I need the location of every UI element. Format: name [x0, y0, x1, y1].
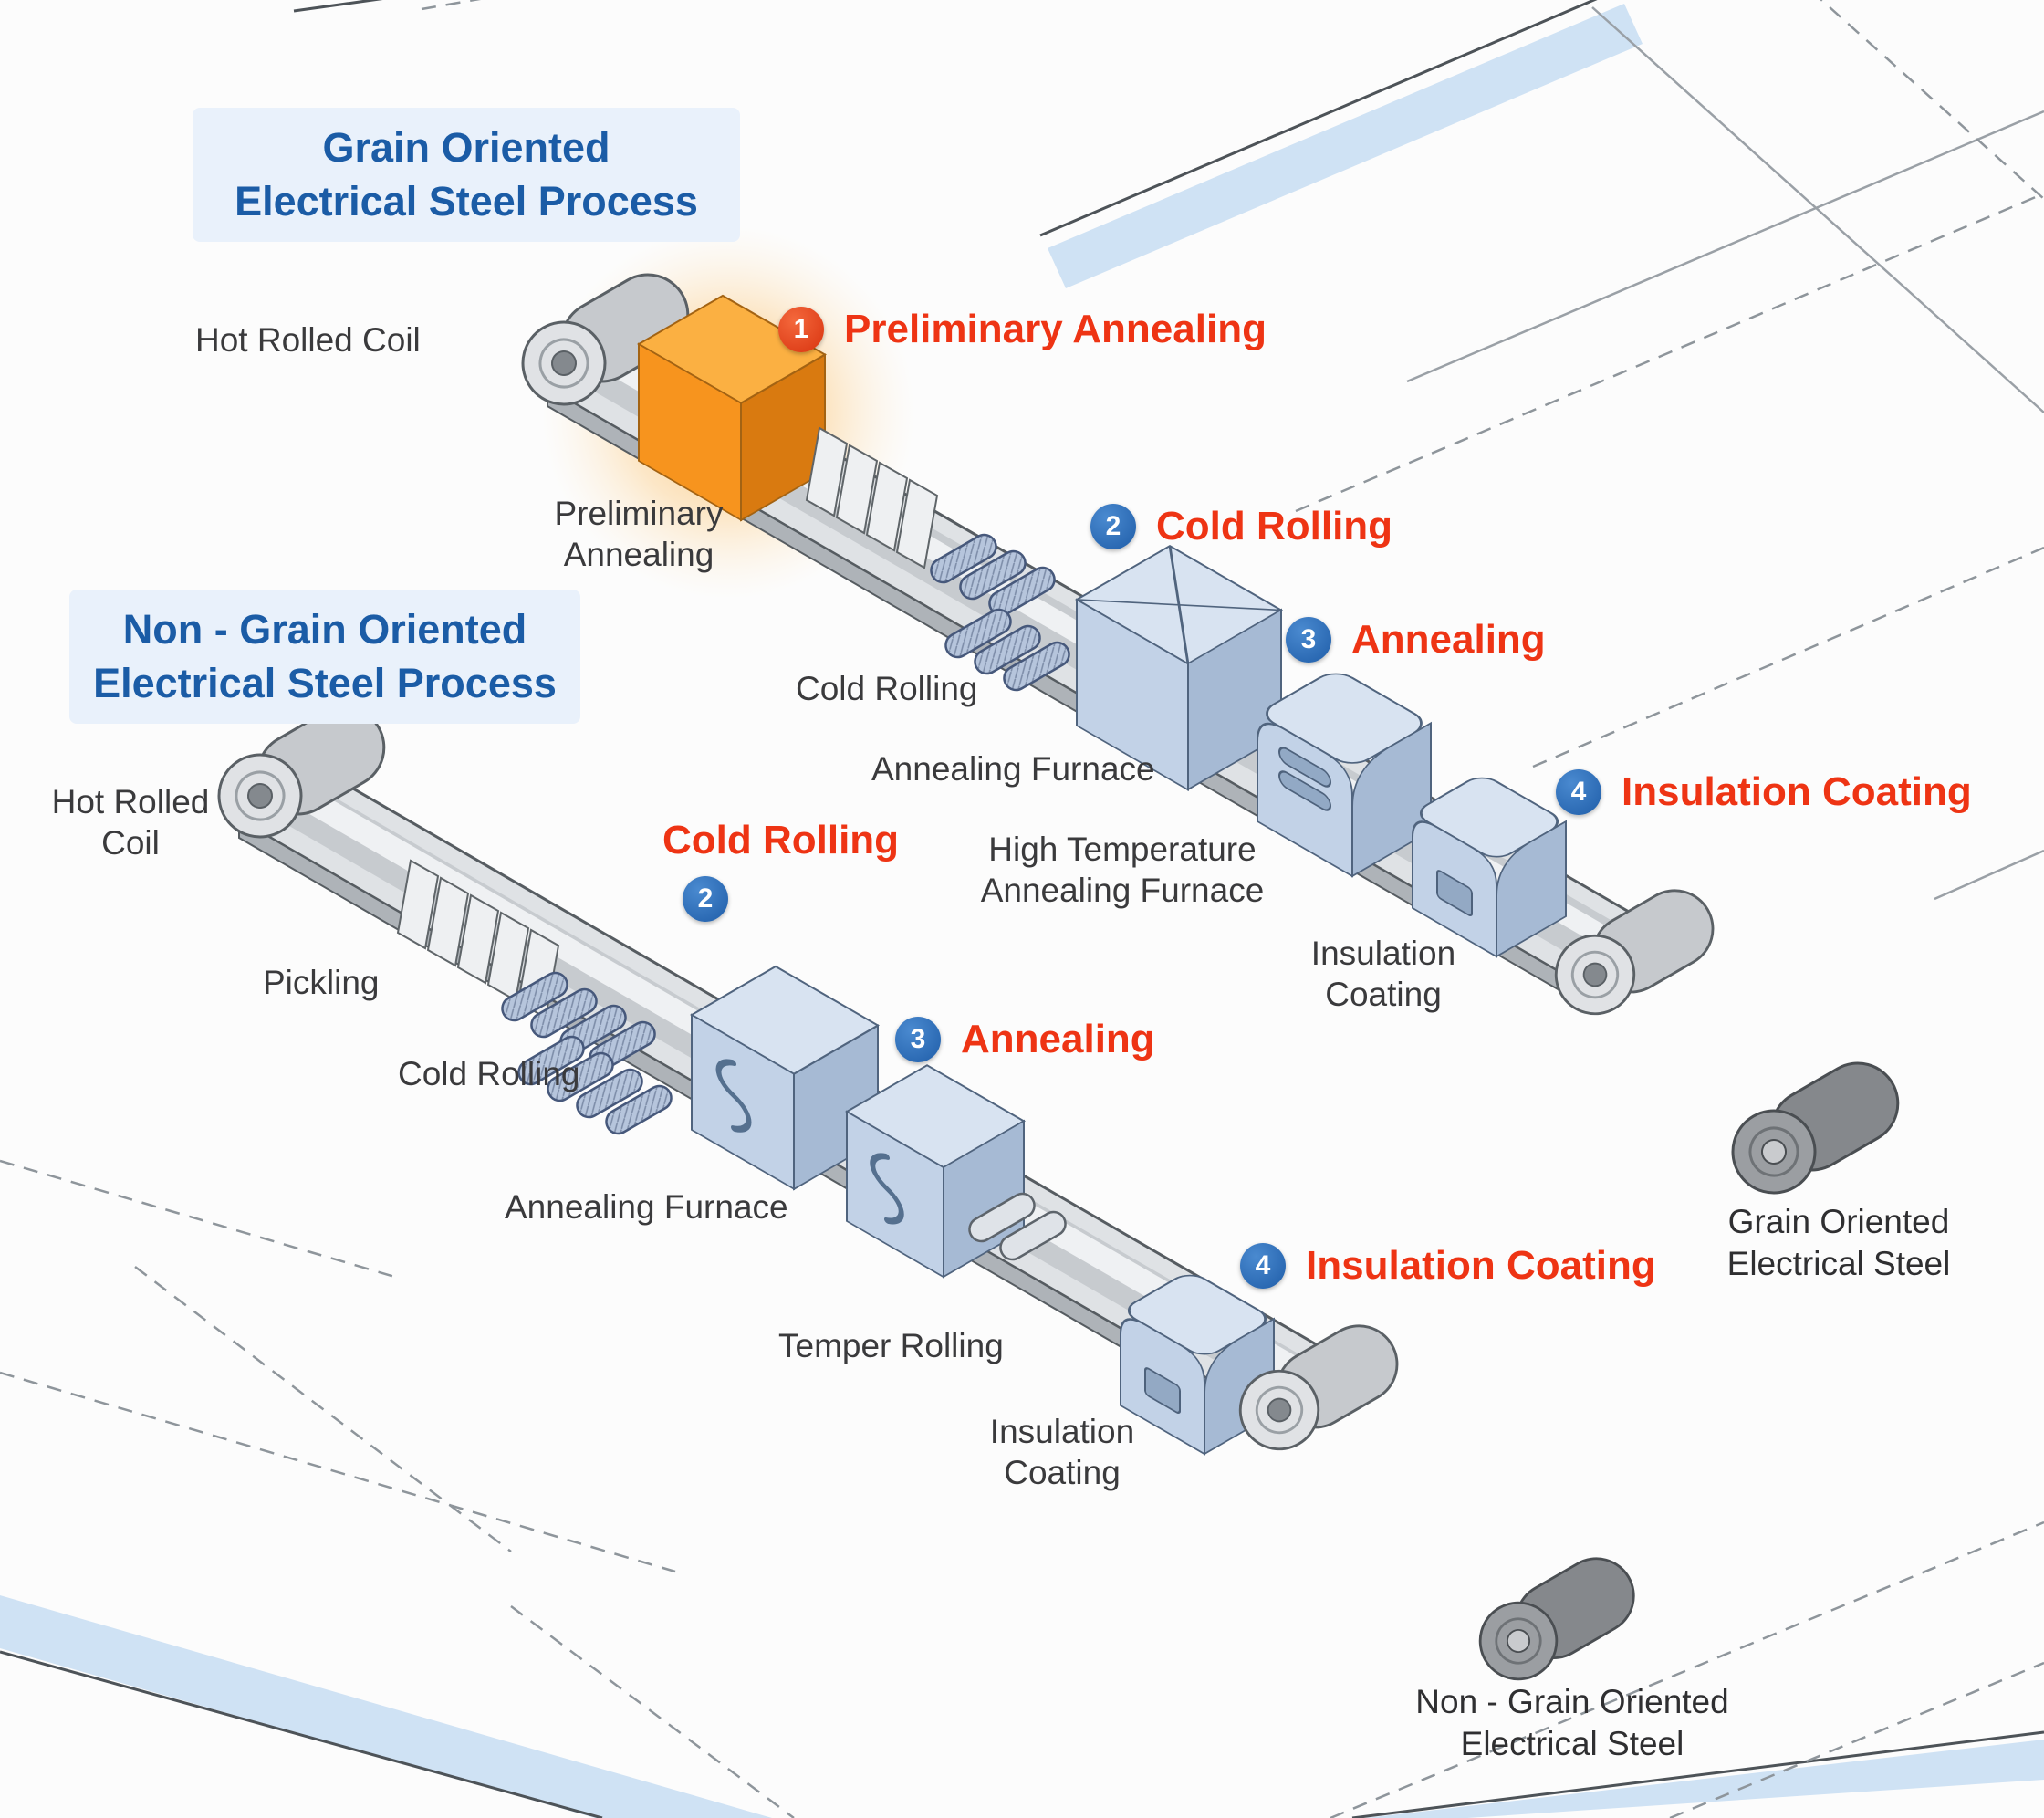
- step-4-badge-top: 4: [1556, 769, 1601, 815]
- station-high-temp-furnace: High Temperature Annealing Furnace: [980, 831, 1265, 910]
- step-2-badge-bottom: 2: [683, 876, 728, 922]
- high-temp-furnace-machine: [1257, 673, 1432, 878]
- preliminary-annealing-machine: [637, 294, 827, 522]
- step-1-label: Preliminary Annealing: [844, 307, 1267, 351]
- step-2-label-bottom: Cold Rolling: [662, 818, 900, 862]
- station-hot-rolled-coil-bottom: Hot Rolled Coil: [51, 783, 210, 862]
- step-3-annealing-top: 3 Annealing: [1286, 617, 1546, 663]
- step-2-cold-rolling-top: 2 Cold Rolling: [1090, 504, 1392, 549]
- station-preliminary-annealing: Preliminary Annealing: [554, 495, 724, 574]
- grain-process-title: Grain Oriented Electrical Steel Process: [193, 108, 740, 242]
- station-pickling: Pickling: [263, 964, 380, 1001]
- step-4-badge-bottom: 4: [1240, 1243, 1286, 1289]
- insulation-coating-machine-top: [1412, 777, 1567, 958]
- non-grain-process-title: Non - Grain Oriented Electrical Steel Pr…: [69, 590, 580, 724]
- station-annealing-furnace-bottom: Annealing Furnace: [505, 1188, 788, 1226]
- step-1-preliminary-annealing: 1 Preliminary Annealing: [778, 307, 1267, 352]
- station-hot-rolled-coil-top: Hot Rolled Coil: [195, 321, 421, 359]
- step-2-label-top: Cold Rolling: [1156, 504, 1393, 549]
- station-insulation-coating-top: Insulation Coating: [1310, 935, 1456, 1014]
- output-non-grain-oriented-steel: Non - Grain Oriented Electrical Steel: [1415, 1683, 1729, 1763]
- step-3-annealing-bottom: 3 Annealing: [895, 1017, 1155, 1062]
- step-3-badge-bottom: 3: [895, 1017, 941, 1062]
- station-temper-rolling: Temper Rolling: [778, 1327, 1004, 1364]
- step-4-insulation-coating-bottom: 4 Insulation Coating: [1240, 1243, 1656, 1289]
- output-grain-oriented-steel: Grain Oriented Electrical Steel: [1726, 1203, 1951, 1283]
- non-grain-process-line: [203, 690, 1413, 1465]
- step-4-label-bottom: Insulation Coating: [1306, 1243, 1656, 1288]
- annealing-furnace-machine-bottom-2: [845, 1064, 1026, 1279]
- non-grain-oriented-steel-coil: [1465, 1542, 1650, 1695]
- step-4-insulation-coating-top: 4 Insulation Coating: [1556, 769, 1972, 815]
- station-annealing-furnace-top: Annealing Furnace: [871, 750, 1155, 788]
- step-3-badge-top: 3: [1286, 617, 1331, 663]
- step-2-cold-rolling-bottom: Cold Rolling 2: [662, 818, 899, 922]
- step-2-badge-top: 2: [1090, 504, 1136, 549]
- grain-oriented-steel-coil: [1716, 1046, 1914, 1209]
- station-cold-rolling-top: Cold Rolling: [796, 670, 978, 707]
- step-3-label-top: Annealing: [1351, 617, 1546, 662]
- annealing-furnace-machine-bottom-1: [690, 965, 880, 1191]
- step-4-label-top: Insulation Coating: [1622, 769, 1972, 814]
- station-insulation-coating-bottom: Insulation Coating: [989, 1413, 1135, 1492]
- station-cold-rolling-bottom: Cold Rolling: [398, 1055, 580, 1092]
- plate-rack-top: [805, 426, 939, 569]
- step-3-label-bottom: Annealing: [961, 1017, 1155, 1061]
- grain-process-line: [506, 225, 1729, 1029]
- step-1-badge: 1: [778, 307, 824, 352]
